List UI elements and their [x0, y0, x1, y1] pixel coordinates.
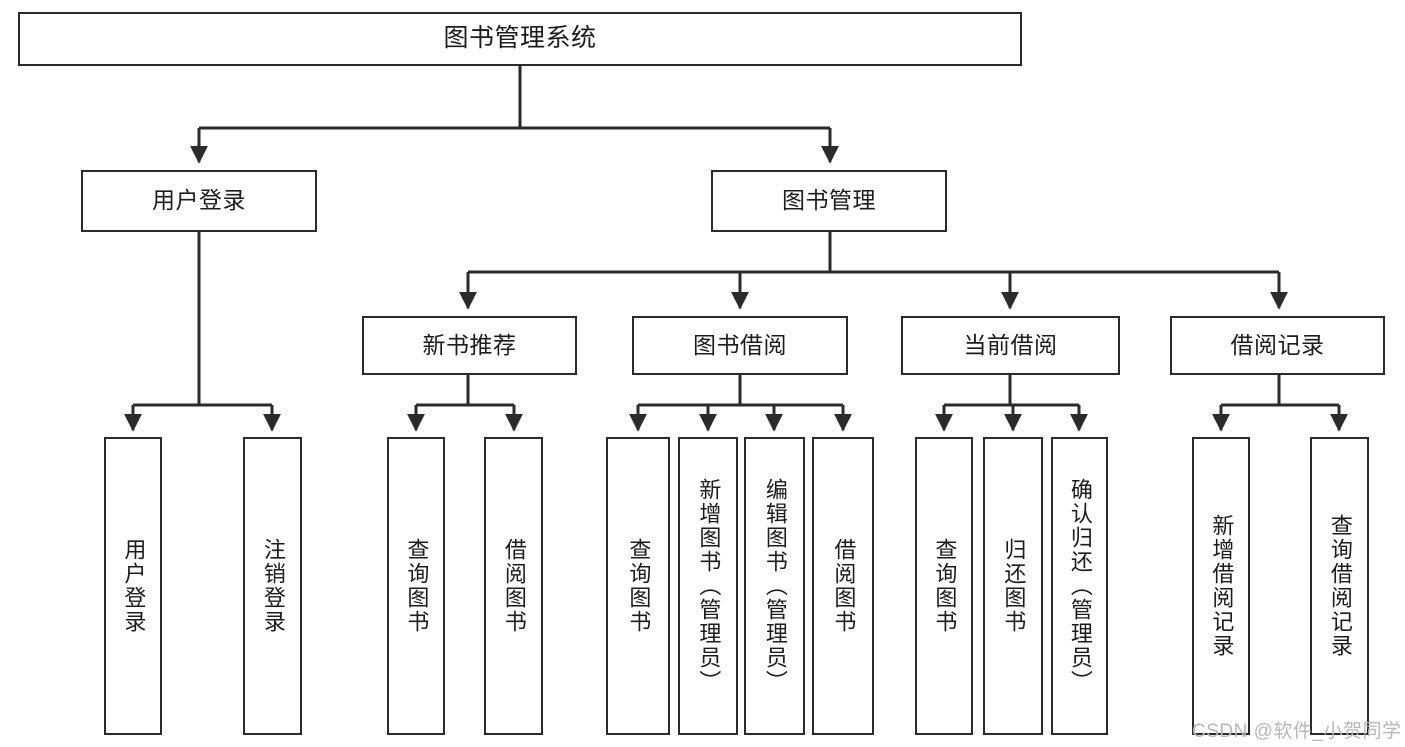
leaf-query-borrow-record[interactable]: 查询借阅记录 [1310, 437, 1369, 735]
leaf-edit-book-admin-label: 编辑图书（管理员） [762, 478, 788, 694]
node-root-label: 图书管理系统 [443, 24, 597, 53]
leaf-add-book-admin-label: 新增图书（管理员） [696, 478, 722, 694]
leaf-query-book-current-label: 查询图书 [932, 538, 958, 634]
leaf-return-book[interactable]: 归还图书 [983, 437, 1043, 735]
leaf-borrow-book-recommend-label: 借阅图书 [501, 538, 527, 634]
leaf-borrow-book-label: 借阅图书 [831, 538, 857, 634]
leaf-user-logout[interactable]: 注销登录 [243, 437, 302, 735]
leaf-query-book[interactable]: 查询图书 [606, 437, 670, 735]
node-new-book-recommend-label: 新书推荐 [422, 331, 517, 358]
leaf-query-borrow-record-label: 查询借阅记录 [1327, 514, 1353, 658]
leaf-borrow-book-recommend[interactable]: 借阅图书 [484, 437, 543, 735]
leaf-query-book-label: 查询图书 [626, 538, 652, 634]
node-current-borrow-label: 当前借阅 [963, 331, 1058, 358]
leaf-return-book-label: 归还图书 [1001, 538, 1027, 634]
leaf-user-login-label: 用户登录 [121, 538, 147, 634]
node-new-book-recommend[interactable]: 新书推荐 [362, 316, 577, 375]
leaf-query-book-recommend[interactable]: 查询图书 [387, 437, 445, 735]
node-book-borrow[interactable]: 图书借阅 [632, 316, 848, 375]
leaf-query-book-current[interactable]: 查询图书 [915, 437, 973, 735]
node-root[interactable]: 图书管理系统 [18, 12, 1022, 66]
leaf-confirm-return-admin[interactable]: 确认归还（管理员） [1051, 437, 1108, 735]
leaf-confirm-return-admin-label: 确认归还（管理员） [1067, 478, 1093, 694]
node-user-login[interactable]: 用户登录 [81, 170, 317, 232]
node-book-borrow-label: 图书借阅 [693, 331, 787, 358]
leaf-add-borrow-record-label: 新增借阅记录 [1209, 514, 1235, 658]
node-book-management[interactable]: 图书管理 [711, 170, 947, 232]
node-current-borrow[interactable]: 当前借阅 [901, 316, 1120, 375]
node-borrow-record[interactable]: 借阅记录 [1170, 316, 1385, 375]
leaf-edit-book-admin[interactable]: 编辑图书（管理员） [744, 437, 805, 735]
leaf-user-login[interactable]: 用户登录 [104, 437, 162, 735]
node-book-management-label: 图书管理 [782, 187, 876, 214]
leaf-user-logout-label: 注销登录 [260, 538, 286, 634]
leaf-query-book-recommend-label: 查询图书 [404, 538, 430, 634]
leaf-add-borrow-record[interactable]: 新增借阅记录 [1192, 437, 1250, 735]
leaf-borrow-book[interactable]: 借阅图书 [812, 437, 874, 735]
node-user-login-label: 用户登录 [152, 187, 246, 214]
leaf-add-book-admin[interactable]: 新增图书（管理员） [678, 437, 738, 735]
node-borrow-record-label: 借阅记录 [1230, 331, 1325, 358]
